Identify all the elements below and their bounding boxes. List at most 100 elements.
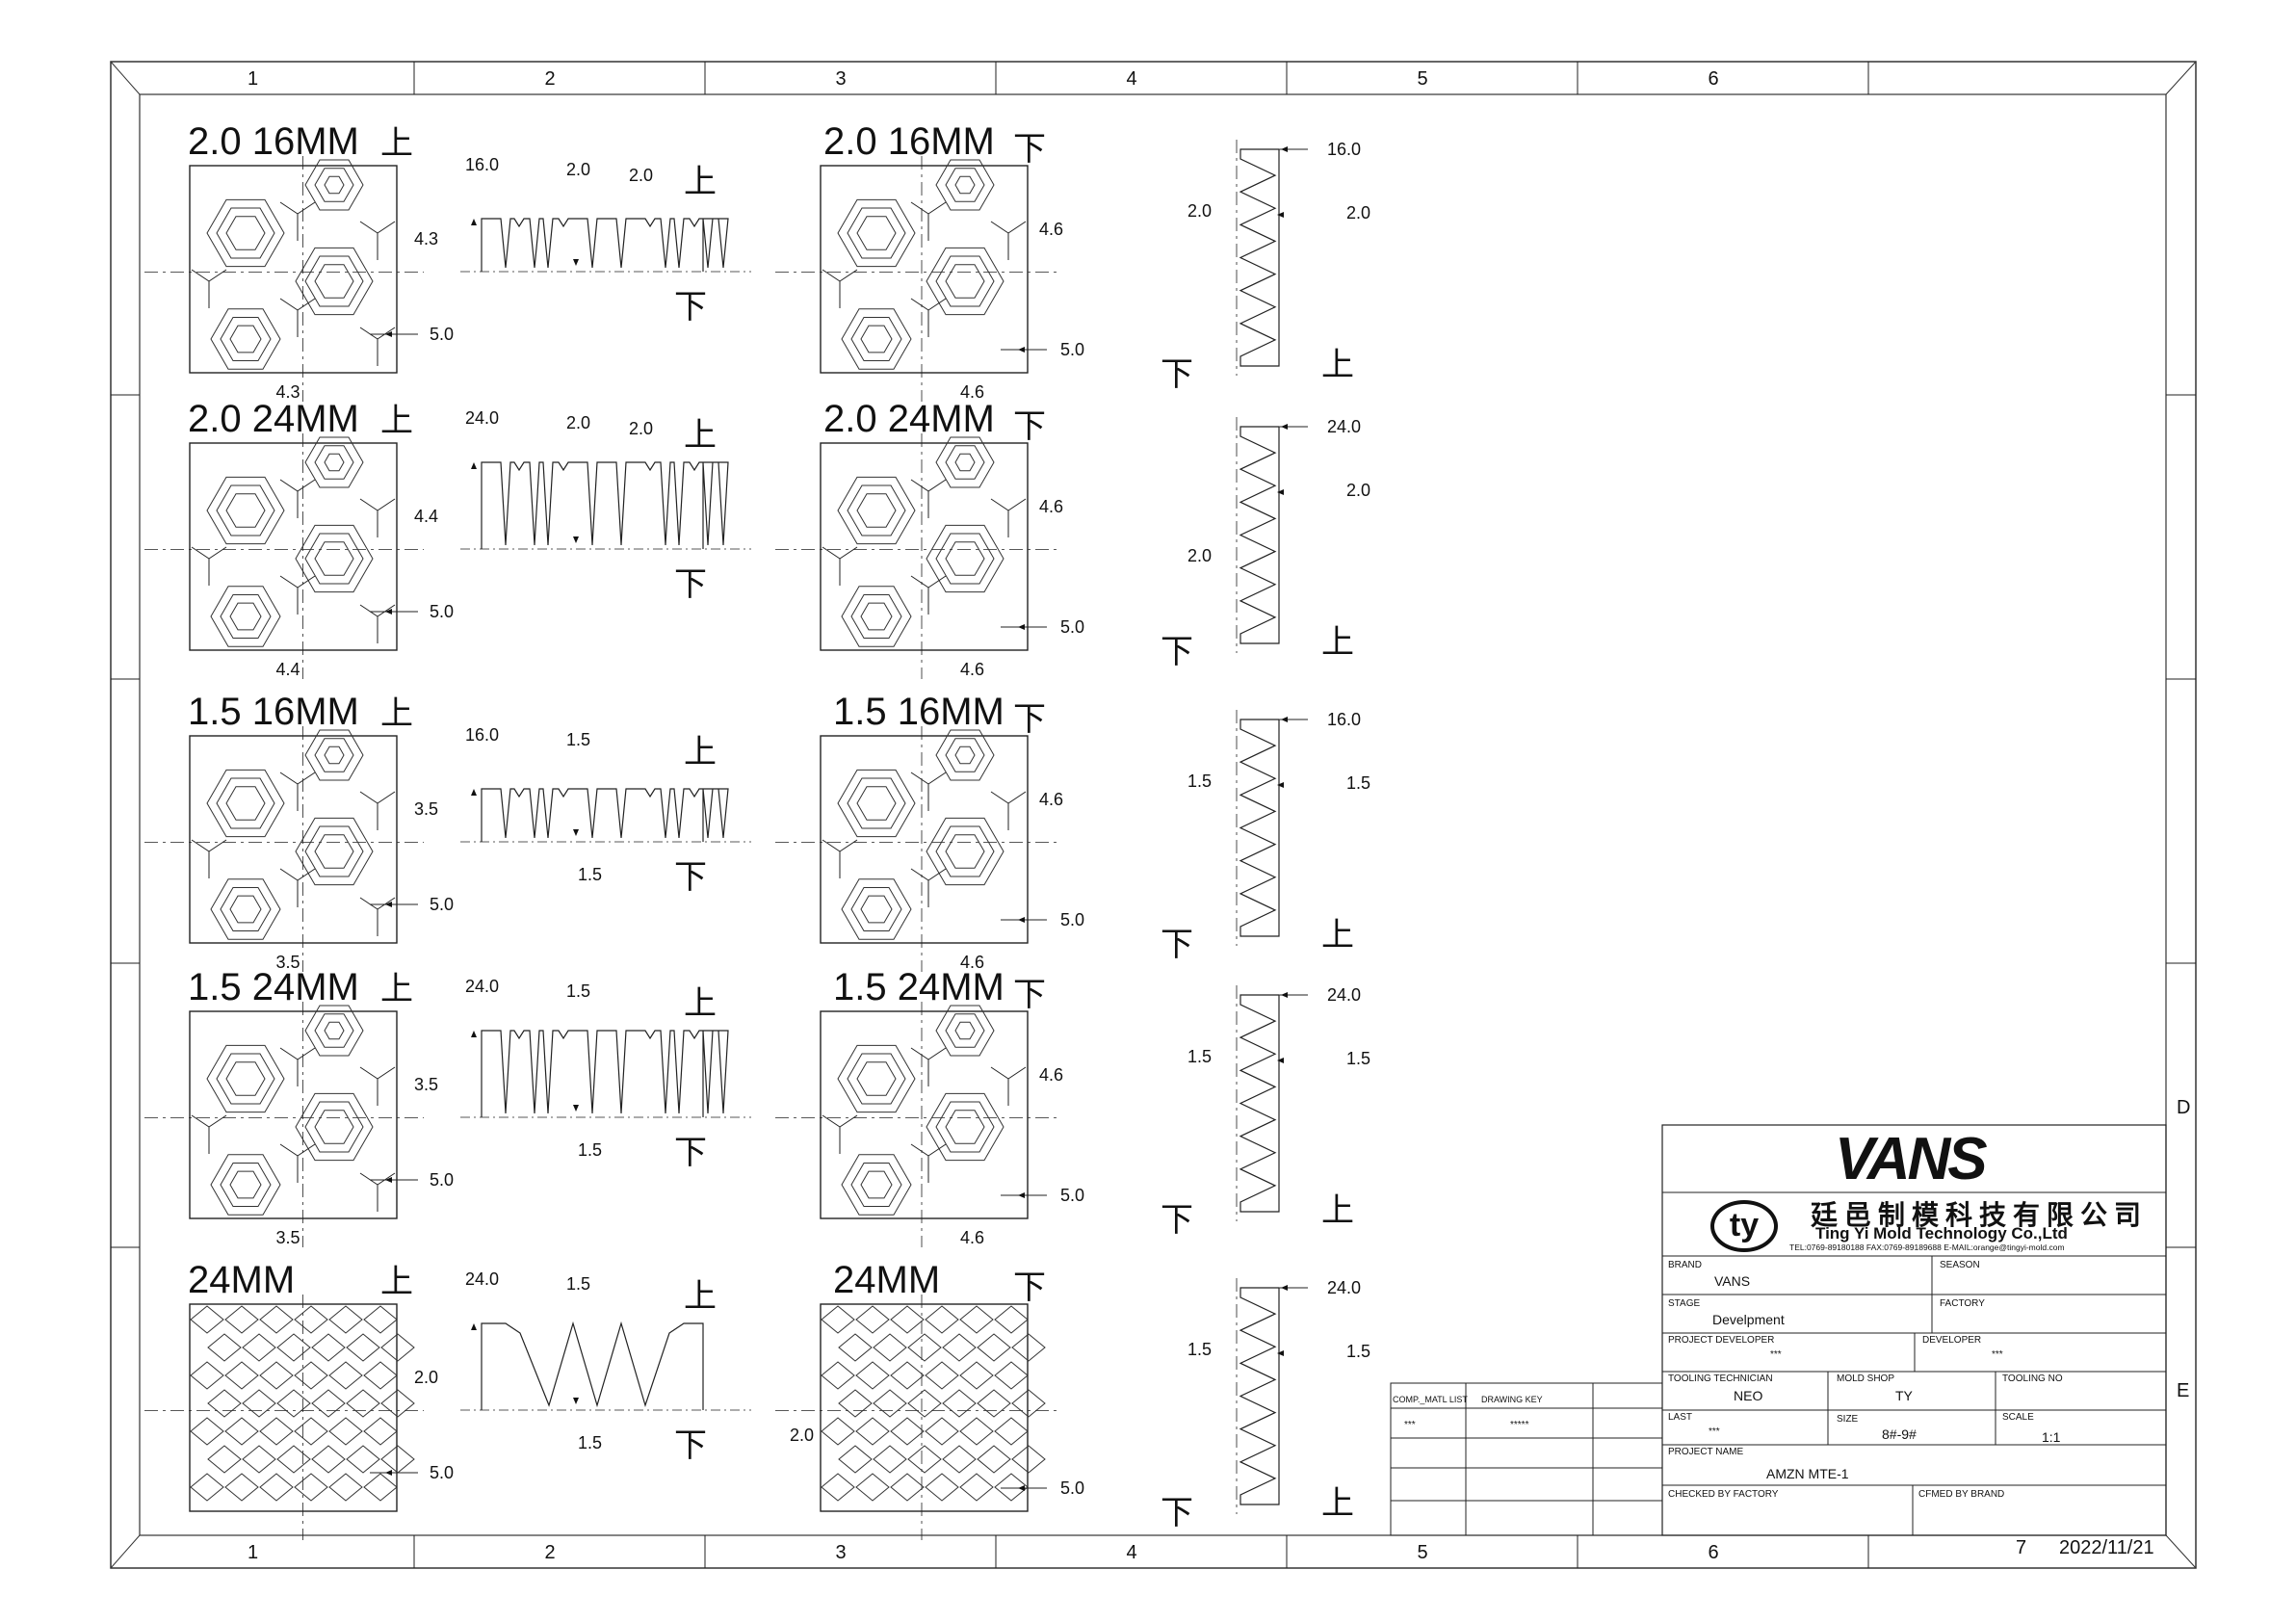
right-dim-2: 5.0 bbox=[1060, 910, 1084, 929]
side-left-mark: 下 bbox=[1161, 1202, 1193, 1239]
drawing-date: 2022/11/21 bbox=[2059, 1537, 2154, 1558]
side-dim-2: 1.5 bbox=[1346, 773, 1370, 793]
side-profile bbox=[1239, 719, 1280, 937]
right-dim-1: 4.6 bbox=[1039, 1065, 1063, 1085]
right-dim-1: 2.0 bbox=[790, 1426, 814, 1445]
scale-field[interactable]: 1:1 bbox=[2042, 1429, 2061, 1445]
factory-label: FACTORY bbox=[1940, 1298, 1985, 1309]
right-view-title: 2.0 24MM bbox=[823, 398, 995, 440]
revision-value-2: ***** bbox=[1510, 1420, 1529, 1430]
side-right-mark: 上 bbox=[1321, 917, 1354, 954]
left-view-title: 2.0 24MM bbox=[188, 398, 359, 440]
last-label: LAST bbox=[1668, 1412, 1693, 1423]
stage-label: STAGE bbox=[1668, 1298, 1701, 1309]
right-view-title: 2.0 16MM bbox=[823, 120, 995, 163]
row-letter-d: D bbox=[2177, 1097, 2190, 1118]
left-dim-2: 5.0 bbox=[430, 1463, 454, 1482]
left-view-title: 1.5 24MM bbox=[188, 966, 359, 1008]
profile-dim-1: 24.0 bbox=[465, 977, 499, 996]
profile-dim-2: 1.5 bbox=[566, 730, 590, 749]
column-number-bottom: 3 bbox=[835, 1542, 846, 1563]
company-logo-text: ty bbox=[1729, 1207, 1760, 1243]
side-right-mark: 上 bbox=[1321, 1485, 1354, 1522]
side-profile bbox=[1239, 148, 1280, 367]
mold-shop-label: MOLD SHOP bbox=[1837, 1373, 1895, 1384]
project-developer-label: PROJECT DEVELOPER bbox=[1668, 1335, 1775, 1346]
size-field[interactable]: 8#-9# bbox=[1882, 1426, 1917, 1442]
side-dim-3: 1.5 bbox=[1187, 1340, 1212, 1359]
column-number-top: 2 bbox=[544, 68, 555, 90]
project-name-field[interactable]: AMZN MTE-1 bbox=[1766, 1466, 1849, 1481]
right-dim-3: 4.6 bbox=[960, 382, 984, 402]
right-pattern-square bbox=[820, 1303, 1029, 1512]
left-pattern-square bbox=[189, 165, 398, 374]
stage-field[interactable]: Develpment bbox=[1712, 1312, 1785, 1327]
brand-field[interactable]: VANS bbox=[1714, 1273, 1751, 1289]
right-dim-2: 5.0 bbox=[1060, 617, 1084, 637]
side-dim-1: 24.0 bbox=[1327, 417, 1361, 436]
profile-bottom-mark: 下 bbox=[674, 289, 707, 326]
column-number-bottom: 5 bbox=[1417, 1542, 1427, 1563]
right-pattern-square bbox=[820, 1010, 1029, 1219]
right-dim-2: 5.0 bbox=[1060, 1478, 1084, 1498]
profile-top-mark: 上 bbox=[684, 164, 717, 200]
profile-bottom-dim: 1.5 bbox=[578, 1140, 602, 1160]
mold-shop-field[interactable]: TY bbox=[1895, 1388, 1913, 1403]
left-pattern-square bbox=[189, 1303, 398, 1512]
profile-bottom-mark: 下 bbox=[674, 566, 707, 603]
profile-bottom-dim: 1.5 bbox=[578, 1433, 602, 1452]
profile-section bbox=[481, 1321, 704, 1410]
right-pattern-square bbox=[820, 165, 1029, 374]
left-view-mark: 上 bbox=[380, 125, 413, 162]
side-left-mark: 下 bbox=[1161, 927, 1193, 963]
side-profile bbox=[1239, 994, 1280, 1213]
tooling-technician-field[interactable]: NEO bbox=[1734, 1388, 1763, 1403]
profile-top-mark: 上 bbox=[684, 985, 717, 1022]
left-pattern-square bbox=[189, 735, 398, 944]
last-field[interactable]: *** bbox=[1709, 1426, 1720, 1437]
profile-dim-1: 24.0 bbox=[465, 1269, 499, 1289]
side-dim-2: 1.5 bbox=[1346, 1342, 1370, 1361]
side-dim-1: 24.0 bbox=[1327, 1278, 1361, 1297]
profile-top-mark: 上 bbox=[684, 734, 717, 771]
column-number-bottom: 1 bbox=[248, 1542, 258, 1563]
left-dim-1: 4.4 bbox=[414, 507, 438, 526]
profile-section bbox=[481, 788, 729, 842]
developer-label: DEVELOPER bbox=[1922, 1335, 1982, 1346]
revision-value-1: *** bbox=[1404, 1420, 1416, 1430]
side-dim-2: 2.0 bbox=[1346, 481, 1370, 500]
column-number-top: 3 bbox=[835, 68, 846, 90]
side-dim-3: 1.5 bbox=[1187, 772, 1212, 791]
right-dim-3: 4.6 bbox=[960, 660, 984, 679]
vans-logo: VANS bbox=[1835, 1126, 1988, 1192]
profile-section bbox=[481, 218, 729, 272]
side-profile bbox=[1239, 1287, 1280, 1505]
right-dim-3: 4.6 bbox=[960, 953, 984, 972]
sheet-number: 7 bbox=[2016, 1537, 2027, 1558]
profile-bottom-mark: 下 bbox=[674, 1427, 707, 1464]
side-dim-3: 2.0 bbox=[1187, 201, 1212, 221]
profile-dim-2: 2.0 bbox=[566, 160, 590, 179]
column-number-bottom: 4 bbox=[1126, 1542, 1136, 1563]
profile-dim-3: 2.0 bbox=[629, 419, 653, 438]
left-dim-1: 2.0 bbox=[414, 1368, 438, 1387]
project-name-label: PROJECT NAME bbox=[1668, 1447, 1744, 1457]
profile-section bbox=[481, 461, 729, 549]
cfmed-by-brand-label: CFMED BY BRAND bbox=[1918, 1489, 2005, 1500]
profile-dim-3: 2.0 bbox=[629, 166, 653, 185]
right-view-mark: 下 bbox=[1013, 1269, 1046, 1306]
column-number-top: 1 bbox=[248, 68, 258, 90]
developer-field[interactable]: *** bbox=[1992, 1349, 2003, 1360]
right-pattern-square bbox=[820, 735, 1029, 944]
scale-label: SCALE bbox=[2002, 1412, 2034, 1423]
left-dim-3: 3.5 bbox=[276, 1228, 300, 1247]
left-view-mark: 上 bbox=[380, 403, 413, 439]
right-dim-1: 4.6 bbox=[1039, 220, 1063, 239]
side-dim-2: 1.5 bbox=[1346, 1049, 1370, 1068]
left-dim-3: 3.5 bbox=[276, 953, 300, 972]
size-label: SIZE bbox=[1837, 1414, 1859, 1425]
right-view-mark: 下 bbox=[1013, 131, 1046, 168]
project-developer-field[interactable]: *** bbox=[1770, 1349, 1782, 1360]
